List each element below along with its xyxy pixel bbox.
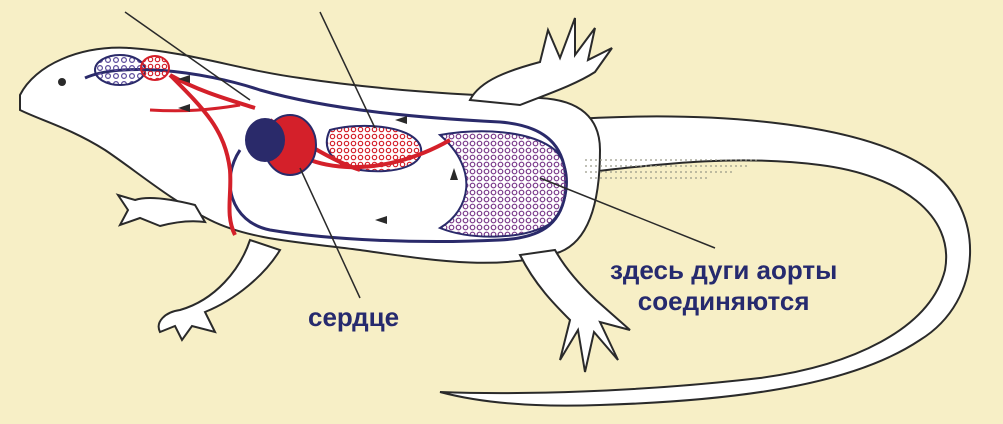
front-leg-lower xyxy=(159,240,280,340)
head-capillaries-red xyxy=(141,56,169,80)
label-aorta-junction: здесь дуги аорты соединяются xyxy=(610,255,837,317)
hind-leg-upper xyxy=(470,18,612,105)
label-aorta-line1: здесь дуги аорты xyxy=(610,255,837,286)
eye xyxy=(58,78,66,86)
label-heart: сердце xyxy=(308,302,399,333)
head-capillaries xyxy=(95,55,145,85)
label-aorta-line2: соединяются xyxy=(610,286,837,317)
heart-atrium xyxy=(245,118,285,162)
